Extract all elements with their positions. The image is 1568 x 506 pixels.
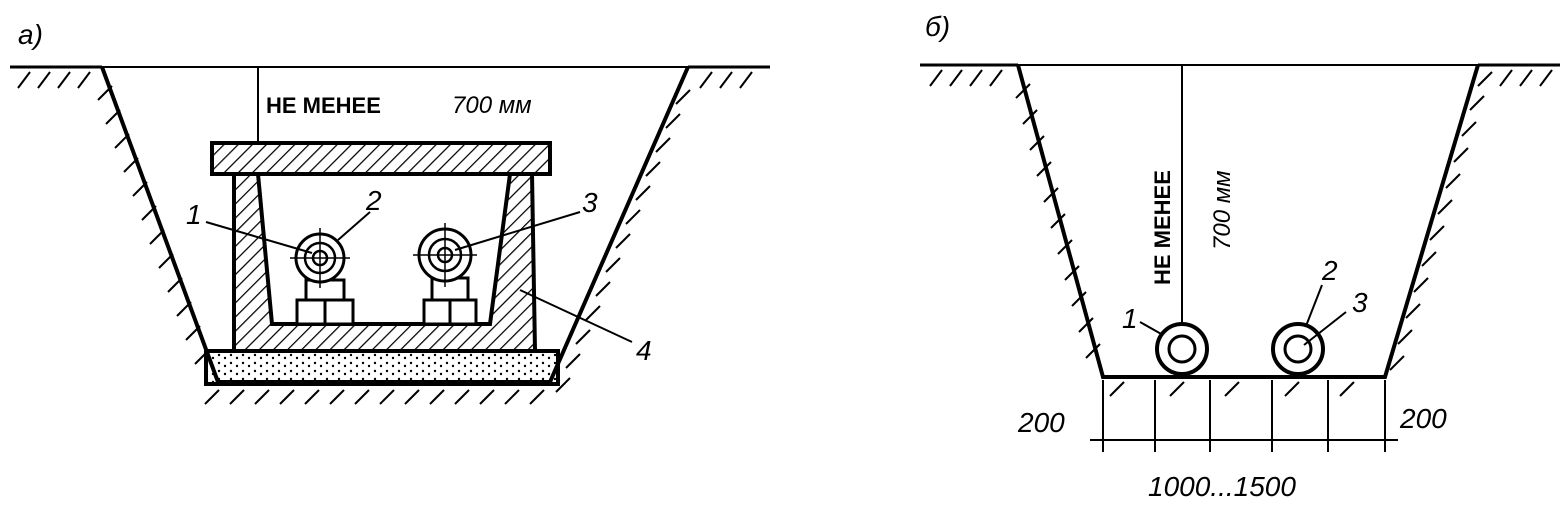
figure-b-label: б) [925, 11, 950, 42]
soil-hatch-b [929, 69, 1553, 397]
clearance-value-a: 700 мм [452, 92, 532, 119]
callout-a-4: 4 [636, 335, 652, 366]
clearance-text-a: НЕ МЕНЕЕ [266, 93, 381, 118]
dim-left: 200 [1017, 407, 1065, 438]
channel-body [232, 172, 538, 353]
pipe-a-1 [290, 228, 350, 288]
callout-b-2: 2 [1321, 255, 1338, 286]
clearance-value-b: 700 мм [1209, 170, 1236, 250]
pipe-support-2 [422, 276, 478, 326]
figure-b: б) НЕ МЕНЕЕ 700 мм [920, 11, 1560, 502]
callout-a-1: 1 [186, 199, 202, 230]
callout-a-2: 2 [365, 185, 382, 216]
figure-a: а) НЕ МЕНЕЕ 700 [10, 19, 770, 405]
dim-bottom: 1000...1500 [1148, 471, 1296, 502]
callout-leader-b-2 [1305, 284, 1323, 327]
callout-leader-b-3 [1303, 311, 1347, 346]
pipe-support-1 [295, 278, 355, 326]
cover-slab [210, 141, 552, 176]
callout-b-3: 3 [1352, 287, 1368, 318]
callout-leader-a-1 [205, 221, 313, 254]
figure-a-label: а) [18, 19, 43, 50]
pipe-b-1 [1155, 322, 1209, 376]
callout-leader-b-1 [1139, 321, 1164, 336]
dim-right: 200 [1399, 403, 1447, 434]
width-dimension [1090, 380, 1398, 452]
pipe-b-2 [1271, 322, 1325, 376]
clearance-text-b: НЕ МЕНЕЕ [1150, 170, 1175, 285]
base-slab [204, 349, 560, 386]
pipe-a-2 [413, 223, 477, 287]
callout-leader-a-3 [454, 211, 581, 251]
soil-hatch-a [17, 71, 753, 405]
callout-b-1: 1 [1122, 303, 1138, 334]
callout-leader-a-2 [337, 211, 371, 241]
trench-b-walls [1016, 64, 1480, 379]
callout-a-3: 3 [582, 187, 598, 218]
callout-leader-a-4 [519, 289, 633, 343]
